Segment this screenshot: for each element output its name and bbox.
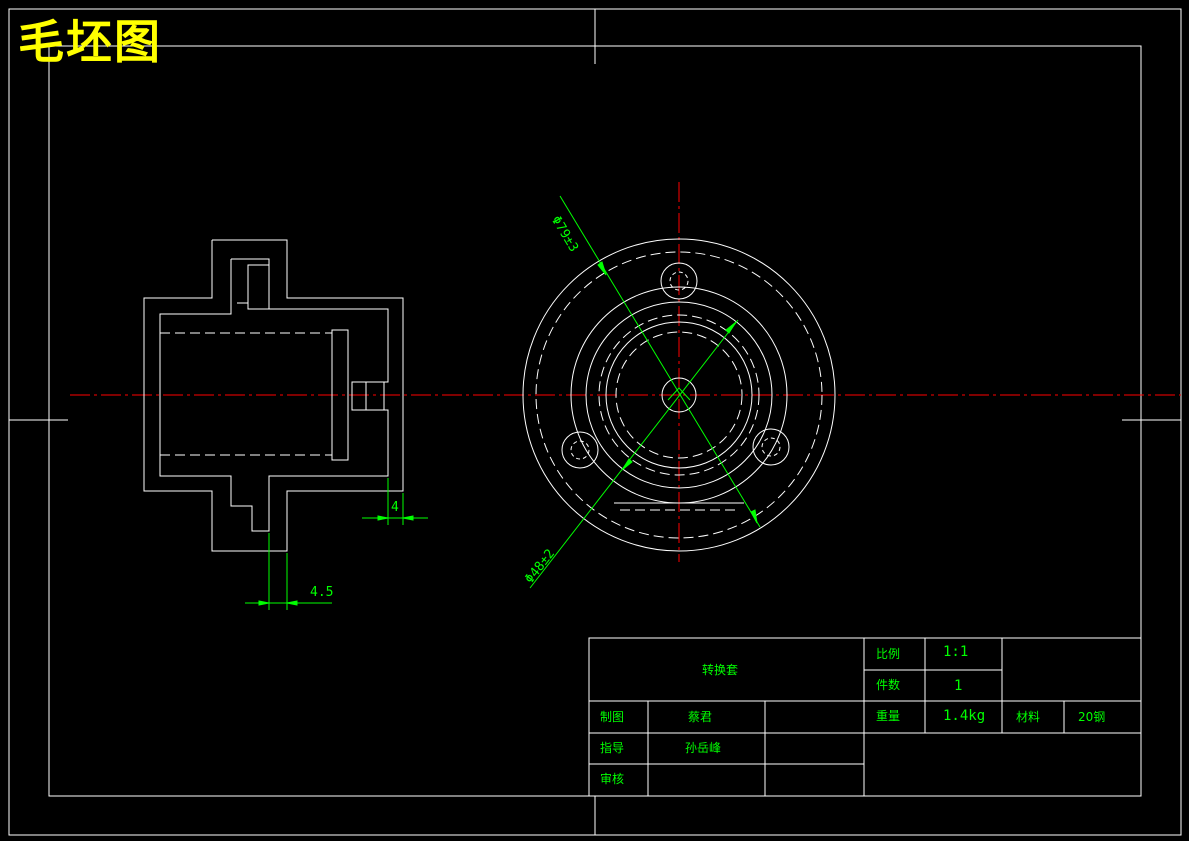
weight-value: 1.4kg [943, 708, 986, 724]
outer-frame [8, 8, 1182, 836]
weight-label: 重量 [876, 709, 901, 723]
bolt-hole-left [561, 431, 599, 469]
drawn-value: 蔡君 [688, 710, 713, 724]
drawn-label: 制图 [600, 710, 625, 724]
part-name: 转换套 [702, 663, 739, 677]
blank-outer-contour [143, 239, 404, 552]
top-keyway [247, 264, 270, 310]
section-view [143, 239, 404, 552]
scale-value: 1:1 [943, 644, 969, 660]
qty-value: 1 [954, 678, 963, 694]
outer-blank-circle [522, 238, 836, 552]
diameter-dimensions [529, 195, 761, 589]
drawing-title: 毛坯图 [18, 15, 162, 69]
review-label: 审核 [600, 772, 625, 786]
bore-step [331, 329, 349, 461]
bolt-hole-top [660, 262, 698, 300]
material-value: 20钢 [1078, 710, 1106, 724]
bolt-hole-right [752, 428, 790, 466]
scale-label: 比例 [876, 647, 901, 661]
guide-label: 指导 [600, 741, 625, 755]
circular-view [522, 238, 836, 552]
center-small-lines [667, 387, 691, 401]
part-inner-contour [159, 258, 389, 532]
qty-label: 件数 [876, 678, 901, 692]
small-hole [351, 381, 385, 411]
inner-frame [48, 45, 1142, 797]
guide-value: 孙岳峰 [685, 741, 722, 755]
centering-marks [9, 9, 1181, 835]
dim-4-label: 4 [391, 500, 399, 515]
dim-4-5-label: 4.5 [310, 585, 334, 600]
material-label: 材料 [1016, 710, 1041, 724]
title-block [588, 637, 1142, 797]
section-dimensions [245, 478, 428, 610]
